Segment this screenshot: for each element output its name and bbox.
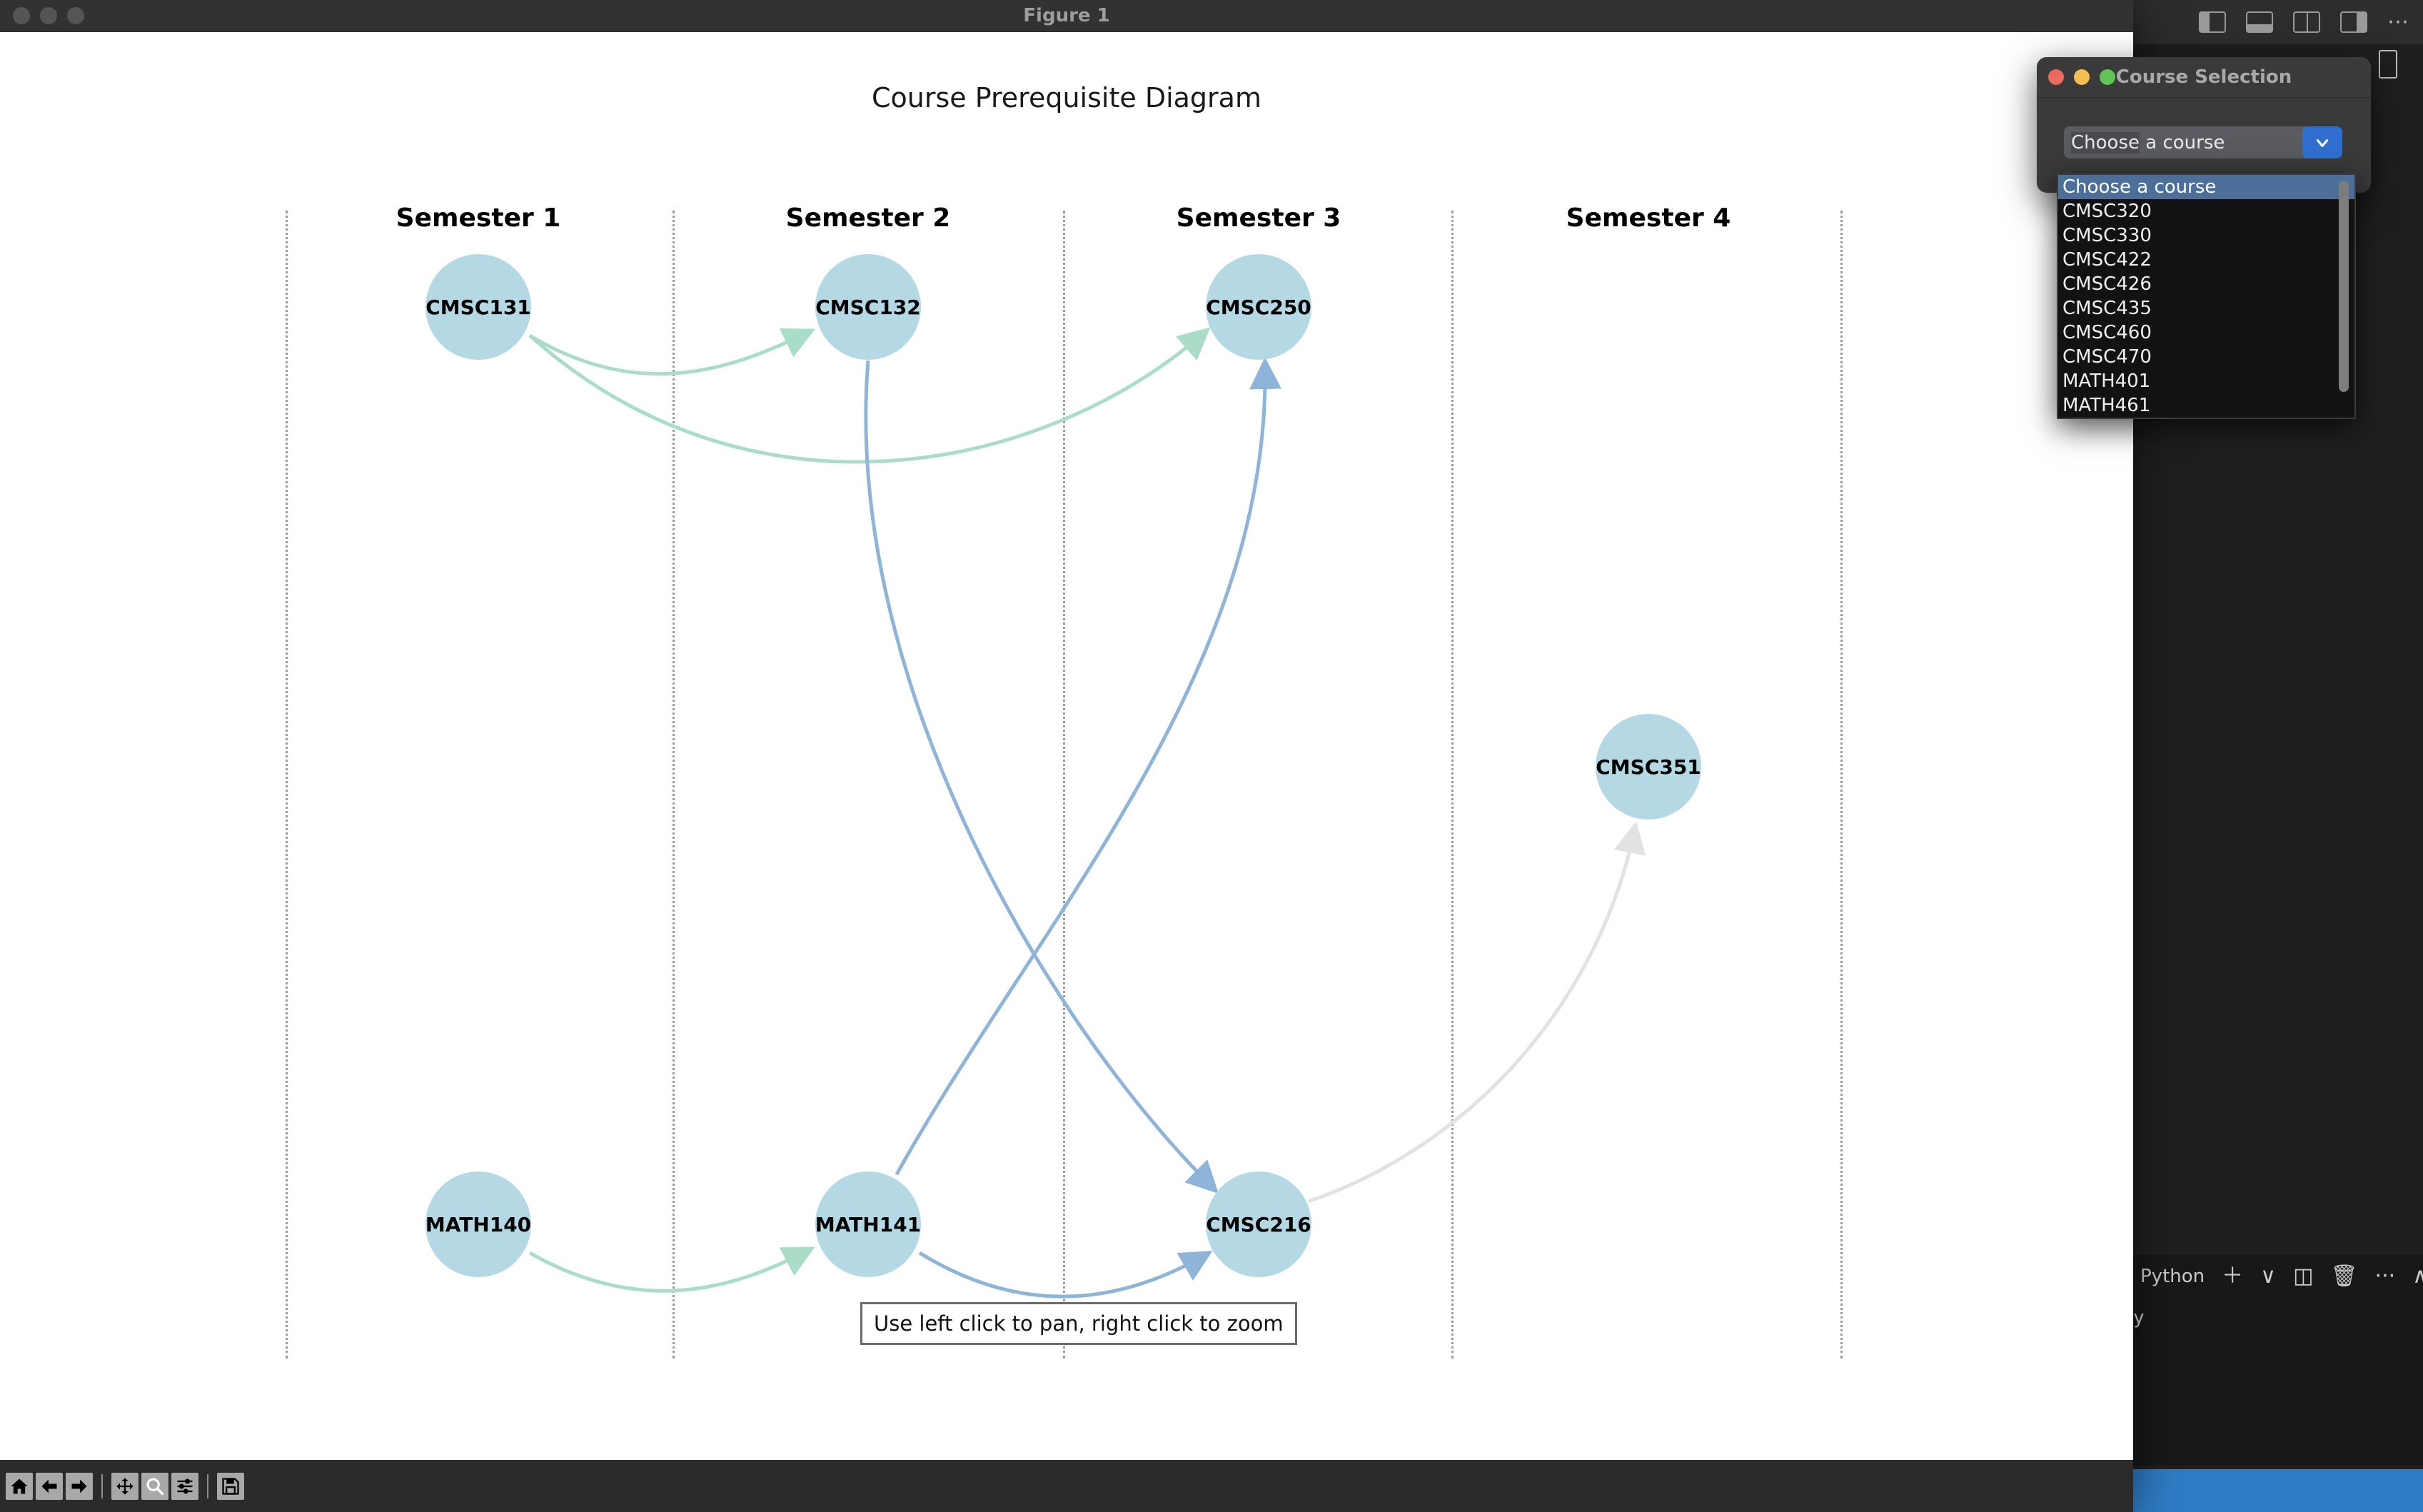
node-label: CMSC216 [1206, 1212, 1311, 1236]
node-cmsc132[interactable]: CMSC132 [815, 254, 921, 360]
semester-divider-2 [1063, 211, 1065, 1359]
canvas-hint-tooltip: Use left click to pan, right click to zo… [860, 1302, 1297, 1345]
figure-canvas[interactable]: Course Prerequisite Diagram Semester 1 S… [0, 32, 2133, 1460]
node-cmsc131[interactable]: CMSC131 [425, 254, 531, 360]
node-label: CMSC351 [1596, 755, 1701, 779]
layout-sidebar-left-icon[interactable] [2199, 11, 2226, 33]
dialog-title: Course Selection [2115, 66, 2292, 88]
chevron-down-icon[interactable] [2302, 126, 2342, 158]
edge-cmsc131-cmsc250 [528, 327, 1211, 464]
terminal-tab-python[interactable]: Python [2140, 1266, 2205, 1287]
floppy-disk-icon[interactable] [217, 1472, 244, 1500]
layout-panel-bottom-icon[interactable] [2246, 11, 2273, 33]
node-cmsc216[interactable]: CMSC216 [1206, 1171, 1311, 1277]
node-cmsc250[interactable]: CMSC250 [1206, 254, 1311, 360]
edge-cmsc216-cmsc351 [1308, 821, 1646, 1204]
layout-sidebar-right-icon[interactable] [2340, 11, 2367, 33]
dropdown-option-6[interactable]: CMSC460 [2062, 322, 2152, 343]
edge-math141-cmsc250 [895, 357, 1282, 1176]
terminal-toolbar: Python ＋ ∨ ◫ 🗑 ··· ∧ ✕ [2115, 1254, 2423, 1299]
node-label: MATH140 [425, 1212, 532, 1236]
edge-cmsc131-cmsc132 [528, 328, 815, 376]
column-header-semester-2: Semester 2 [785, 203, 951, 233]
figure-close-button[interactable] [13, 7, 30, 24]
node-math140[interactable]: MATH140 [425, 1171, 531, 1277]
dropdown-scrollbar-thumb[interactable] [2339, 181, 2349, 392]
semester-divider-4 [1840, 211, 1843, 1359]
dropdown-option-9[interactable]: MATH461 [2062, 395, 2151, 416]
chevron-up-icon[interactable]: ∧ [2412, 1264, 2423, 1289]
dropdown-option-1[interactable]: CMSC320 [2062, 201, 2152, 222]
sliders-icon[interactable] [171, 1472, 198, 1500]
split-terminal-icon[interactable]: ◫ [2293, 1264, 2314, 1289]
editor-layout-icon[interactable] [2379, 50, 2397, 79]
more-actions-icon[interactable]: ⋯ [2387, 9, 2410, 34]
figure-window: Figure 1 Course Prerequisite Diagram Sem… [0, 0, 2133, 1512]
edge-cmsc132-cmsc216 [864, 360, 1219, 1194]
dropdown-option-2[interactable]: CMSC330 [2062, 225, 2152, 246]
edge-math140-math141 [528, 1246, 815, 1293]
column-header-semester-1: Semester 1 [396, 203, 561, 233]
layout-editor-split-icon[interactable] [2293, 11, 2320, 33]
edge-math141-cmsc216 [918, 1250, 1213, 1299]
magnifier-icon[interactable] [141, 1472, 168, 1500]
toolbar-separator-1 [101, 1473, 103, 1498]
semester-divider-3 [1451, 211, 1454, 1359]
new-terminal-icon[interactable]: ＋ [2222, 1264, 2244, 1289]
trash-icon[interactable]: 🗑 [2330, 1264, 2358, 1289]
course-select-combobox[interactable]: Choose a course [2064, 126, 2342, 158]
dialog-close-button[interactable] [2048, 69, 2064, 85]
dropdown-option-4[interactable]: CMSC426 [2062, 273, 2152, 295]
dropdown-option-3[interactable]: CMSC422 [2062, 249, 2152, 271]
course-selection-dialog: Course Selection Choose a course [2037, 57, 2371, 193]
node-label: CMSC132 [815, 295, 921, 319]
dialog-minimize-button[interactable] [2074, 69, 2090, 85]
node-label: MATH141 [815, 1212, 922, 1236]
figure-window-title: Figure 1 [1023, 5, 1110, 26]
column-header-semester-4: Semester 4 [1566, 203, 1731, 233]
dialog-maximize-button[interactable] [2100, 69, 2115, 85]
ellipsis-icon[interactable]: ··· [2374, 1264, 2396, 1289]
semester-divider-1 [673, 211, 675, 1359]
chevron-down-icon[interactable]: ∨ [2260, 1264, 2277, 1289]
terminal-output: y [2133, 1307, 2145, 1329]
home-icon[interactable] [6, 1472, 33, 1500]
node-cmsc351[interactable]: CMSC351 [1596, 714, 1701, 820]
figure-minimize-button[interactable] [40, 7, 57, 24]
node-math141[interactable]: MATH141 [815, 1171, 921, 1277]
matplotlib-navigation-toolbar [0, 1460, 2133, 1512]
semester-divider-0 [286, 211, 288, 1359]
course-select-dropdown-list[interactable]: Choose a course CMSC320 CMSC330 CMSC422 … [2057, 173, 2356, 419]
dropdown-option-0[interactable]: Choose a course [2058, 175, 2354, 199]
dropdown-option-8[interactable]: MATH401 [2062, 371, 2151, 392]
node-label: CMSC131 [425, 295, 531, 319]
vscode-terminal-panel: Python ＋ ∨ ◫ 🗑 ··· ∧ ✕ y [2115, 1254, 2423, 1466]
toolbar-separator-2 [207, 1473, 208, 1498]
dropdown-option-7[interactable]: CMSC470 [2062, 346, 2152, 368]
dropdown-option-5[interactable]: CMSC435 [2062, 298, 2152, 319]
combobox-value-highlight: Choose [2071, 131, 2140, 153]
node-label: CMSC250 [1206, 295, 1311, 319]
combobox-value-rest: a course [2140, 131, 2225, 153]
figure-titlebar[interactable]: Figure 1 [0, 0, 2133, 31]
edge-layer [528, 327, 1646, 1299]
dropdown-scrollbar[interactable] [2337, 181, 2350, 409]
combobox-value: Choose a course [2071, 131, 2225, 153]
dialog-titlebar[interactable]: Course Selection [2037, 57, 2371, 98]
figure-maximize-button[interactable] [67, 7, 84, 24]
move-cross-icon[interactable] [111, 1472, 138, 1500]
arrow-left-icon[interactable] [36, 1472, 63, 1500]
page-title: Course Prerequisite Diagram [872, 82, 1261, 114]
column-header-semester-3: Semester 3 [1176, 203, 1341, 233]
arrow-right-icon[interactable] [66, 1472, 93, 1500]
